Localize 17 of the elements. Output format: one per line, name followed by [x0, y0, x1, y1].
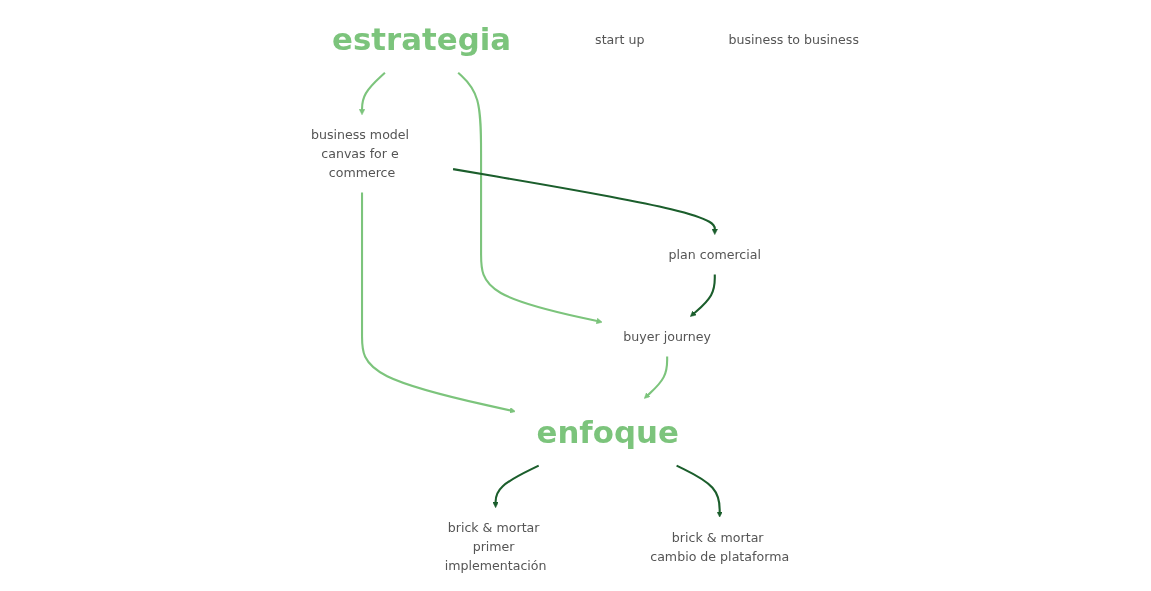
- arrow: [492, 464, 540, 508]
- node-text: business model canvas for e commerce: [310, 127, 410, 180]
- arrow: [457, 72, 603, 324]
- node-text: enfoque: [536, 413, 679, 450]
- node-text: business to business: [728, 31, 859, 47]
- arrow: [644, 356, 669, 399]
- node-text: start up: [595, 31, 645, 47]
- arrow: [452, 168, 718, 235]
- node-text: buyer journey: [623, 329, 712, 344]
- node-text: plan comercial: [668, 247, 762, 262]
- arrow: [690, 274, 716, 317]
- node-text: brick & mortar primer implementación: [444, 520, 547, 573]
- arrow: [676, 464, 723, 518]
- arrow: [358, 72, 386, 116]
- node-text: estrategia: [332, 21, 512, 57]
- arrow: [360, 192, 516, 414]
- node-text: brick & mortar cambio de plataforma: [650, 529, 790, 564]
